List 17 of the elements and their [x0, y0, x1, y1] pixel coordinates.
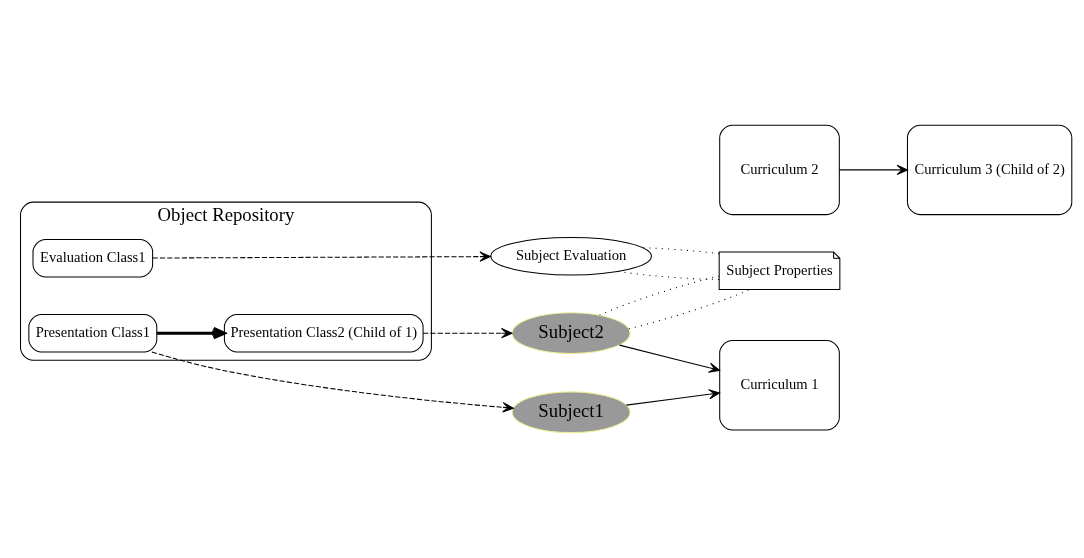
arrow — [157, 326, 226, 340]
node-box: Curriculum 3 (Child of 2) — [906, 124, 1073, 216]
arrow — [838, 164, 908, 176]
node-box: Presentation Class2 (Child of 1) — [223, 313, 424, 353]
node-box: Curriculum 1 — [719, 339, 840, 431]
node-ellipse: Subject Evaluation — [490, 237, 652, 276]
node-box: Evaluation Class1 — [32, 239, 154, 278]
arrow — [151, 351, 514, 413]
node-ellipse: Subject2 — [511, 312, 631, 355]
node-box: Presentation Class1 — [28, 313, 158, 353]
arrow — [619, 344, 721, 373]
node-box: Curriculum 2 — [719, 124, 840, 216]
node-ellipse: Subject1 — [511, 391, 631, 434]
arrow — [422, 328, 513, 339]
arrow — [625, 389, 721, 406]
arrow — [152, 251, 491, 262]
connector — [628, 289, 751, 330]
